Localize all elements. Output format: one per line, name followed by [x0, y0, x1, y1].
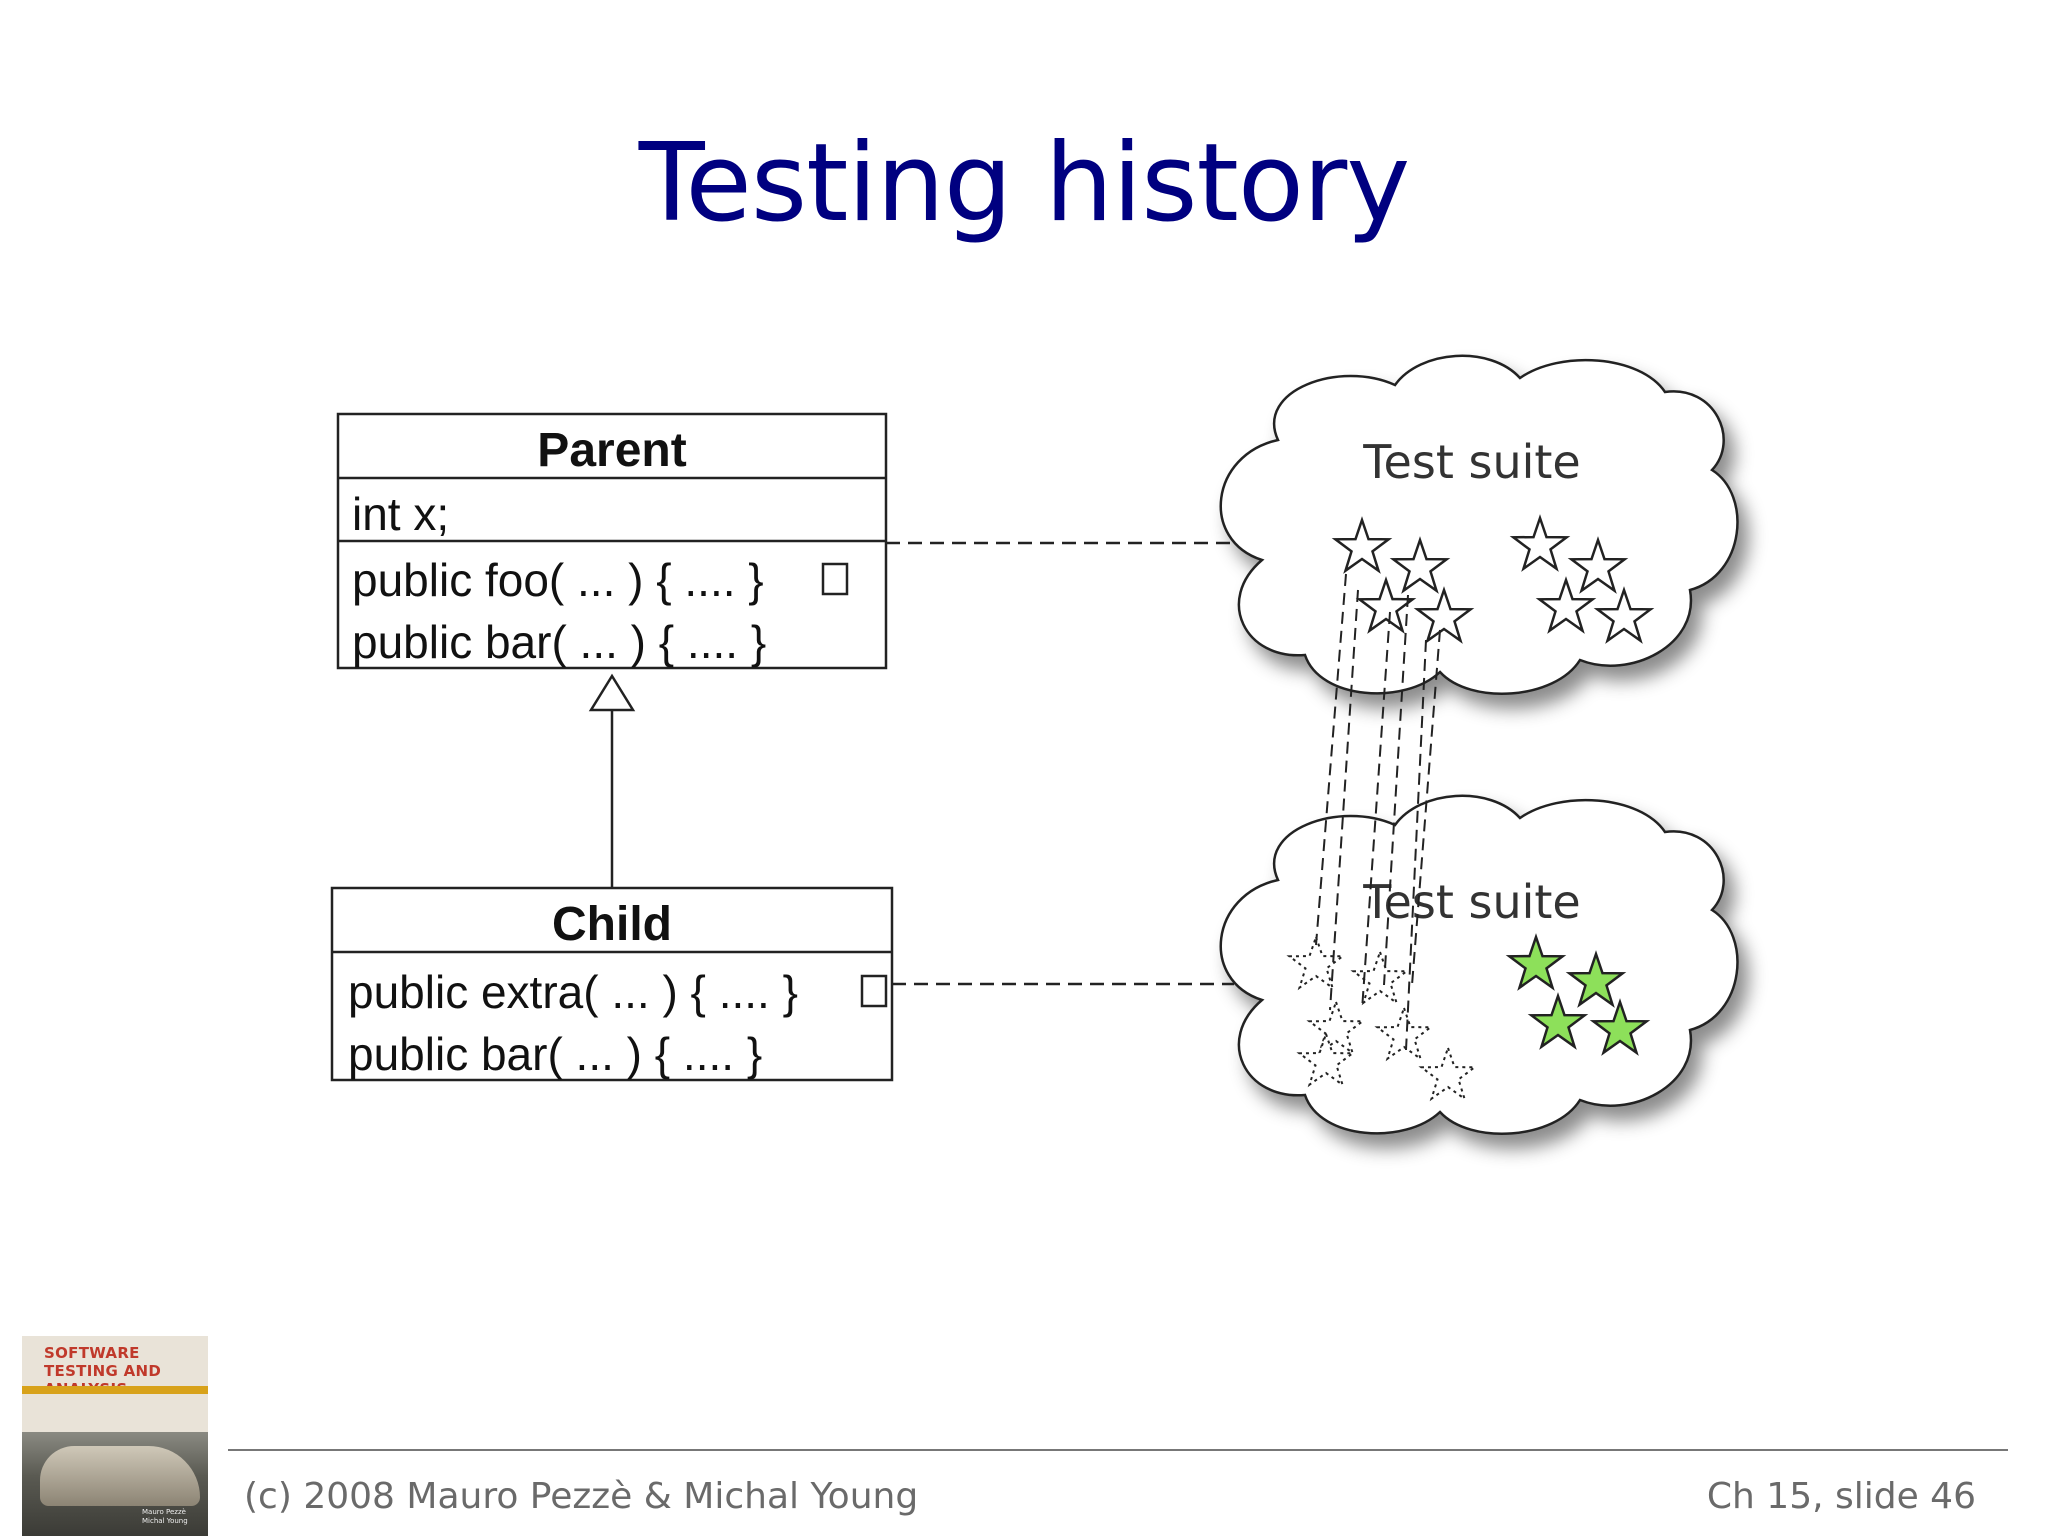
- test-history-links: [1315, 573, 1441, 1051]
- new-test-star: [1589, 998, 1651, 1056]
- inherited-test-placeholder: [1350, 948, 1410, 1006]
- new-test-star: [1565, 950, 1627, 1008]
- test-star: [1413, 586, 1475, 644]
- new-test-star: [1505, 933, 1567, 991]
- inherited-test-placeholders: [1286, 933, 1478, 1102]
- test-star: [1593, 586, 1655, 644]
- parent-class-name: Parent: [537, 424, 686, 477]
- parent-method-bar: public bar( ... ) { .... }: [352, 616, 766, 668]
- inherited-test-placeholder: [1418, 1044, 1478, 1102]
- foo-anchor-square: [821, 562, 849, 596]
- test-star: [1509, 514, 1571, 572]
- test-star: [1535, 576, 1597, 634]
- book-cover-car: [40, 1446, 200, 1506]
- test-star: [1389, 536, 1451, 594]
- book-title: SOFTWARE TESTING AND ANALYSIS: [44, 1344, 162, 1398]
- footer-copyright: (c) 2008 Mauro Pezzè & Michal Young: [244, 1476, 919, 1517]
- test-star: [1567, 536, 1629, 594]
- parent-method-foo: public foo( ... ) { .... }: [352, 554, 764, 606]
- parent-test-suite-label: Test suite: [1362, 435, 1580, 489]
- book-cover-image: SOFTWARE TESTING AND ANALYSIS Mauro Pezz…: [22, 1336, 208, 1536]
- book-author: Mauro Pezzè: [142, 1508, 186, 1516]
- footer-slide-number: Ch 15, slide 46: [1706, 1476, 1976, 1517]
- book-authors: Mauro Pezzè Michal Young: [142, 1508, 202, 1526]
- extra-anchor-square: [860, 974, 888, 1008]
- inherited-test-placeholder: [1306, 998, 1366, 1056]
- child-method-bar: public bar( ... ) { .... }: [348, 1028, 762, 1080]
- test-star: [1355, 576, 1417, 634]
- child-test-suite-label: Test suite: [1362, 875, 1580, 929]
- book-author: Michal Young: [142, 1517, 188, 1525]
- inherited-test-placeholder: [1296, 1030, 1356, 1088]
- child-class-box: Child public extra( ... ) { .... } publi…: [330, 886, 894, 1082]
- inherited-test-placeholder: [1374, 1004, 1434, 1062]
- child-class-name: Child: [552, 898, 672, 951]
- parent-attribute: int x;: [352, 488, 449, 540]
- new-test-star: [1527, 992, 1589, 1050]
- slide-title: Testing history: [638, 121, 1410, 246]
- child-method-extra: public extra( ... ) { .... }: [348, 966, 798, 1018]
- footer-rule: [228, 1449, 2008, 1451]
- new-test-stars: [1505, 933, 1651, 1056]
- parent-test-stars: [1331, 514, 1655, 644]
- inheritance-arrow: [588, 673, 636, 888]
- child-test-suite-cloud: Test suite: [1219, 794, 1739, 1135]
- inherited-test-placeholder: [1286, 933, 1346, 991]
- parent-test-suite-cloud: Test suite: [1219, 354, 1739, 695]
- parent-class-box: Parent int x; public foo( ... ) { .... }…: [336, 412, 888, 670]
- test-star: [1331, 516, 1393, 574]
- book-cover-band: [22, 1386, 208, 1394]
